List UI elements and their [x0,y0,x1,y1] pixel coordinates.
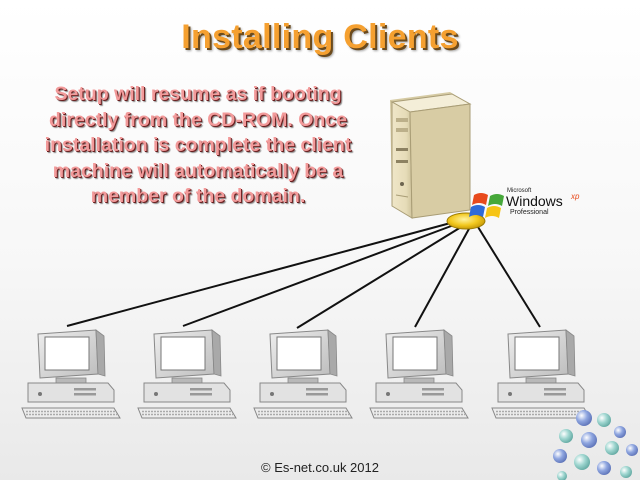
logo-xp-text: xp [570,192,580,201]
network-cables [66,220,541,329]
cable-client-4 [414,226,471,328]
copyright-footer: © Es-net.co.uk 2012 [261,460,379,475]
network-hub [446,212,486,230]
logo-windows-text: Windows [506,193,563,209]
windows-xp-logo: Microsoft Windows xp Professional [469,188,580,218]
logo-edition-text: Professional [510,209,549,216]
client-computer-1 [21,329,121,419]
client-computer-2 [137,329,237,419]
slide-title: Installing Clients [181,18,459,56]
cable-client-2 [182,221,463,327]
decorative-dots [553,410,638,480]
client-computer-3 [253,329,353,419]
slide-body-text: Setup will resume as if booting directly… [44,83,352,207]
client-computer-5 [491,329,591,419]
client-computer-4 [369,329,469,419]
logo-microsoft-text: Microsoft [507,188,532,194]
cable-client-3 [296,223,467,329]
cable-client-1 [66,220,459,327]
cable-client-5 [477,226,541,328]
server-tower [390,92,472,219]
